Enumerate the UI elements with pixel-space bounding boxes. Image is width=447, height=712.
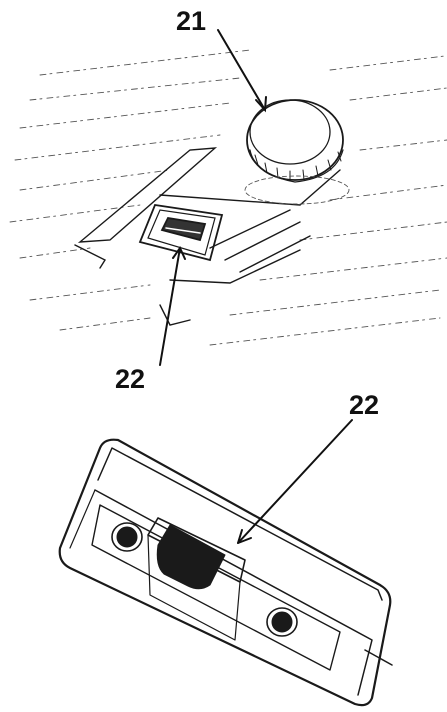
callout-22-label-top: 22: [115, 364, 146, 394]
callout-22-label-bottom: 22: [349, 390, 380, 420]
module-recessed-face: [91, 504, 341, 671]
callout-21-label: 21: [176, 6, 207, 36]
dial-knob: [244, 99, 350, 205]
console-panel-illustration: [9, 29, 447, 366]
panel-ridge: [74, 147, 341, 326]
module-top-face: [97, 447, 383, 601]
mounting-screw-left: [111, 522, 143, 552]
module-front-bevel: [94, 489, 373, 696]
leader-line-bottom: [237, 419, 353, 544]
dial-knurling: [254, 151, 342, 182]
surface-hatching: [9, 49, 447, 346]
connector-socket-top: [138, 204, 224, 262]
d-sub-port: [147, 517, 246, 641]
module-housing-outline: [58, 438, 392, 707]
leader-lines-top: [159, 29, 267, 366]
connector-module-illustration: [58, 419, 393, 707]
mounting-screw-right: [266, 607, 298, 637]
